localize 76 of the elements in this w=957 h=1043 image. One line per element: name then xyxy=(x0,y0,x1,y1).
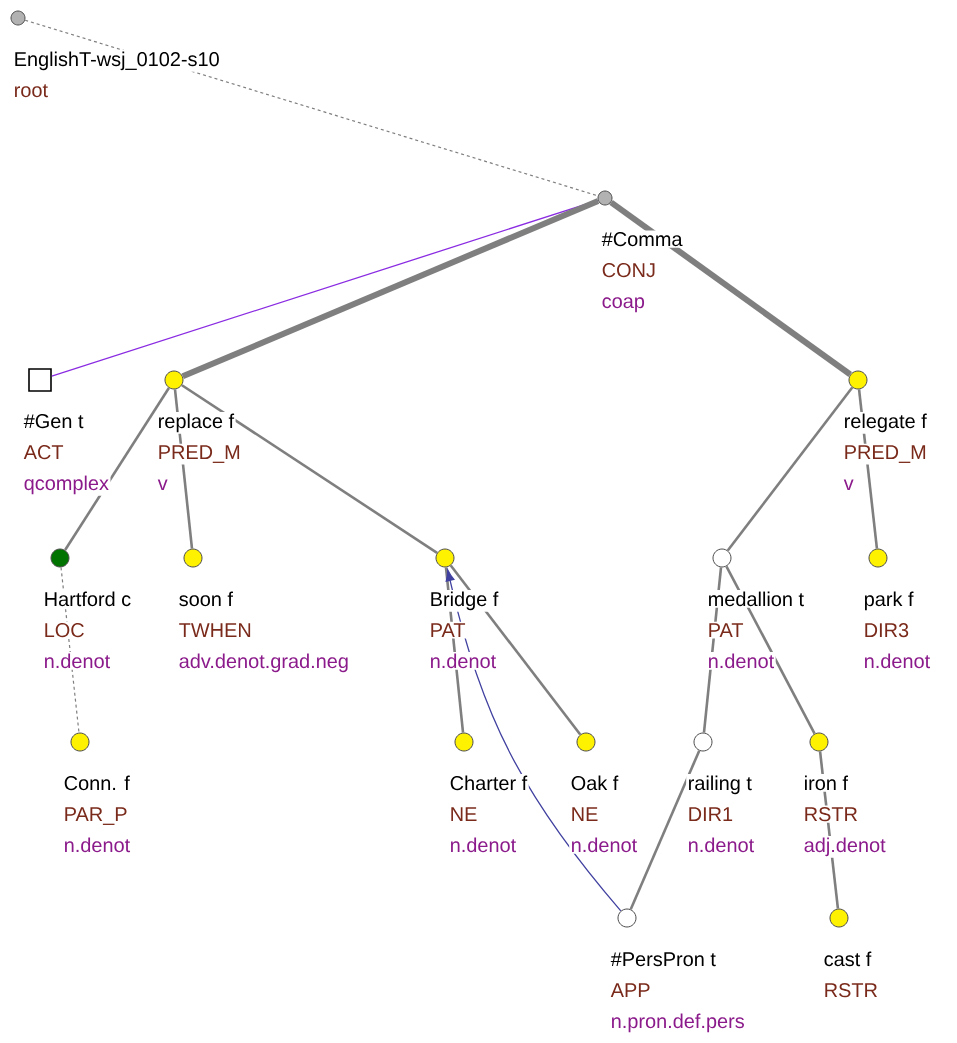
node-label: CONJ xyxy=(600,261,658,279)
node-label: n.denot xyxy=(448,836,518,854)
tree-node xyxy=(70,732,90,752)
edge-line xyxy=(24,19,599,197)
node-label: iron f xyxy=(802,774,850,792)
node-label: n.denot xyxy=(428,652,498,670)
node-label: n.denot xyxy=(62,836,132,854)
edge-line xyxy=(64,387,170,551)
node-label: n.denot xyxy=(706,652,776,670)
node-label: EnglishT-wsj_0102-s10 xyxy=(12,50,222,72)
node-label: Hartford c xyxy=(42,590,133,608)
node-label: park f xyxy=(862,590,916,612)
edge-line xyxy=(60,566,80,734)
node-label: Conn. f xyxy=(62,774,132,792)
node-label: DIR3 xyxy=(862,621,911,639)
node-label: NE xyxy=(448,805,479,823)
tree-node xyxy=(848,370,868,390)
node-label: replace f xyxy=(156,412,236,434)
tree-node xyxy=(617,908,637,928)
tree-node xyxy=(183,548,203,568)
edge-line xyxy=(181,198,600,380)
node-label: NE xyxy=(569,805,600,823)
node-label: medallion t xyxy=(706,590,806,608)
node-label: n.denot xyxy=(42,652,112,670)
node-label: railing t xyxy=(686,774,754,796)
node-label: PRED_M xyxy=(842,443,929,465)
node-label: PAT xyxy=(428,621,467,639)
node-label: Oak f xyxy=(569,774,620,792)
tree-node xyxy=(693,732,713,752)
edge-line xyxy=(726,386,854,552)
node-label: adv.denot.grad.neg xyxy=(177,652,351,674)
node-label: #PersPron t xyxy=(609,950,718,968)
tree-node xyxy=(10,10,26,26)
node-label: v xyxy=(842,478,856,492)
node-label: n.denot xyxy=(862,652,932,670)
tree-node xyxy=(164,370,184,390)
tree-node xyxy=(868,548,888,568)
node-label: PAT xyxy=(706,621,745,639)
tree-node xyxy=(576,732,596,752)
node-label: n.denot xyxy=(569,836,639,854)
node-label: RSTR xyxy=(802,805,860,823)
tree-node xyxy=(829,908,849,928)
node-label: relegate f xyxy=(842,412,929,434)
node-label: cast f xyxy=(822,950,873,968)
tree-node xyxy=(809,732,829,752)
node-label: #Comma xyxy=(600,230,685,248)
node-label: soon f xyxy=(177,590,235,608)
node-label: n.pron.def.pers xyxy=(609,1012,747,1034)
node-label: #Gen t xyxy=(22,412,85,430)
node-label: APP xyxy=(609,981,653,999)
tree-node xyxy=(50,548,70,568)
edge-line xyxy=(609,199,853,377)
node-label: Charter f xyxy=(448,774,529,792)
node-label: PAR_P xyxy=(62,805,130,827)
node-label: Bridge f xyxy=(428,590,500,612)
edge-line xyxy=(181,384,438,554)
node-label: n.denot xyxy=(686,836,756,854)
node-label: RSTR xyxy=(822,981,880,999)
node-label: TWHEN xyxy=(177,621,254,639)
node-label: LOC xyxy=(42,621,87,639)
tree-node xyxy=(454,732,474,752)
edge-line xyxy=(629,750,701,910)
node-label: root xyxy=(12,82,50,99)
edge-line xyxy=(725,565,816,735)
tree-node xyxy=(712,548,732,568)
node-label: adj.denot xyxy=(802,836,888,858)
node-label: DIR1 xyxy=(686,805,735,823)
edge-line xyxy=(449,564,582,736)
tree-node xyxy=(597,190,613,206)
node-label: PRED_M xyxy=(156,443,243,465)
node-label: ACT xyxy=(22,443,66,461)
node-label: qcomplex xyxy=(22,474,111,496)
node-label: coap xyxy=(600,295,647,314)
node-label: v xyxy=(156,478,170,492)
tree-node xyxy=(435,548,455,568)
square-node xyxy=(28,368,52,392)
